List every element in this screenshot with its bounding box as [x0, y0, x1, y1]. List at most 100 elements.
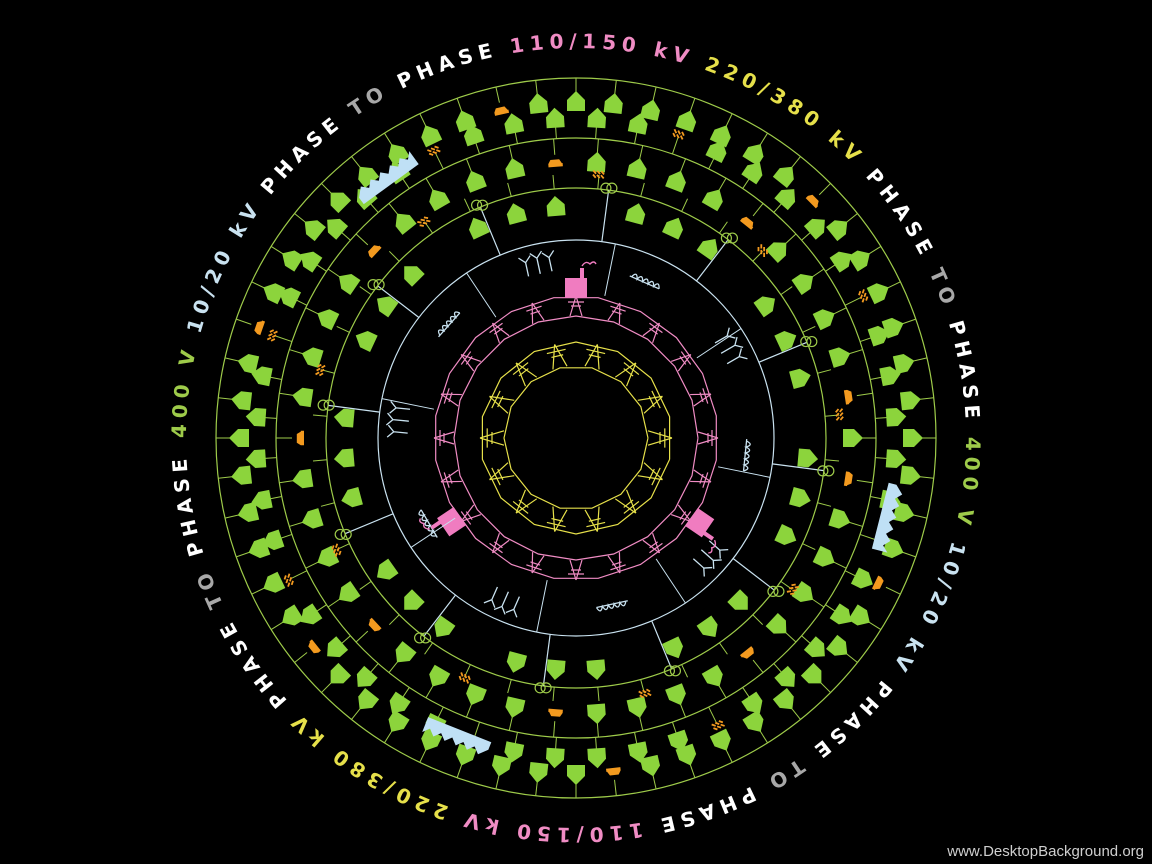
pylon-icon — [526, 552, 545, 574]
pylon-icon — [479, 428, 505, 448]
feeder-tick — [597, 687, 600, 702]
heater-icon — [418, 509, 438, 538]
heater-icon — [629, 273, 660, 290]
consumer-icons — [229, 91, 923, 785]
feeder-tick — [274, 335, 293, 343]
feeder-tick — [424, 642, 434, 655]
pylon-icon — [460, 351, 482, 372]
pylon-icon — [460, 504, 482, 525]
feeder-tick — [359, 580, 372, 590]
feeder-tick — [752, 203, 764, 217]
transformer-icon — [800, 335, 818, 348]
substation-link — [381, 398, 434, 410]
feeder-tick — [355, 630, 369, 643]
substation-link — [466, 272, 497, 318]
pylon-icon — [526, 302, 545, 324]
feeder-tick — [885, 586, 901, 595]
transformer-icon — [767, 585, 785, 598]
pylon-icon — [697, 430, 719, 446]
transmission-line — [453, 315, 699, 561]
solar-panel-icon — [359, 151, 419, 205]
feeder-tick — [752, 614, 764, 626]
heater-icon — [595, 600, 628, 612]
pylon-icon — [489, 322, 510, 344]
transformer-icon — [663, 665, 682, 677]
transmission-line — [503, 367, 649, 509]
pylon-icon — [690, 388, 712, 407]
distribution-feeder — [651, 620, 673, 670]
transformer-icon — [334, 528, 352, 541]
wind-turbine-icon — [385, 400, 411, 438]
feeder-tick — [355, 233, 369, 246]
feeder-tick — [681, 664, 689, 678]
transformer-icon — [534, 682, 552, 694]
feeder-tick — [463, 198, 471, 212]
heater-icon — [437, 311, 461, 338]
feeder-tick — [718, 221, 728, 234]
feeder-tick — [553, 138, 556, 155]
pylon-icon — [614, 362, 640, 387]
pylon-icon — [584, 506, 606, 532]
feeder-tick — [495, 86, 500, 103]
feeder-tick — [681, 198, 689, 212]
transmission-line — [435, 297, 717, 579]
pylon-icon — [568, 295, 584, 317]
feeder-tick — [718, 642, 728, 655]
feeder-tick — [236, 318, 252, 325]
feeder-tick — [752, 659, 764, 673]
wind-turbine-icon — [483, 586, 520, 618]
solar-panel-icon — [871, 482, 903, 553]
pylon-icon — [607, 552, 626, 574]
feeder-tick — [434, 152, 444, 170]
feeder-tick — [614, 779, 617, 796]
feeder-tick — [640, 182, 645, 197]
pylon-icon — [489, 532, 510, 554]
distribution-feeder — [423, 594, 456, 637]
feeder-tick — [553, 721, 556, 738]
feeder-tick — [359, 286, 372, 296]
feeder-tick — [336, 325, 350, 333]
distribution-feeder — [344, 513, 394, 535]
transmission-core — [381, 243, 771, 633]
pylon-icon — [690, 469, 712, 488]
factory-icon — [565, 261, 597, 298]
feeder-tick — [320, 502, 335, 507]
factory-icon — [419, 506, 466, 537]
pylon-icon — [642, 322, 663, 344]
transformer-icon — [720, 232, 739, 244]
feeder-tick — [290, 570, 308, 580]
pylon-icon — [546, 506, 568, 532]
feeder-tick — [844, 296, 862, 306]
pylon-icon — [584, 344, 606, 370]
feeder-tick — [312, 459, 327, 462]
watermark-text: www.DesktopBackground.org — [947, 843, 1144, 860]
substation-link — [604, 243, 616, 296]
wind-turbine-icon — [518, 250, 555, 277]
pylon-icon — [670, 504, 692, 525]
substation-link — [655, 558, 686, 604]
heater-icon — [742, 439, 751, 472]
pylon-icon — [642, 532, 663, 554]
feeder-tick — [708, 706, 718, 724]
feeder-tick — [294, 652, 308, 663]
distribution-feeder — [772, 463, 824, 472]
voltage-ring — [377, 239, 775, 637]
feeder-tick — [817, 369, 832, 374]
feeder-tick — [552, 687, 555, 702]
solar-panel-icon — [422, 717, 492, 755]
transformer-icon — [817, 465, 835, 477]
pylon-icon — [568, 559, 584, 581]
feeder-tick — [780, 286, 793, 296]
pylon-icon — [607, 302, 626, 324]
feeder-tick — [388, 250, 400, 262]
voltage-ring — [325, 187, 827, 689]
factory-icon — [685, 507, 717, 554]
feeder-tick — [671, 136, 679, 155]
feeder-tick — [507, 182, 512, 197]
feeder-tick — [859, 533, 878, 541]
pylon-icon — [647, 428, 673, 448]
pylon-icon — [670, 351, 692, 372]
feeder-tick — [507, 679, 512, 694]
distribution-feeder — [732, 558, 775, 591]
